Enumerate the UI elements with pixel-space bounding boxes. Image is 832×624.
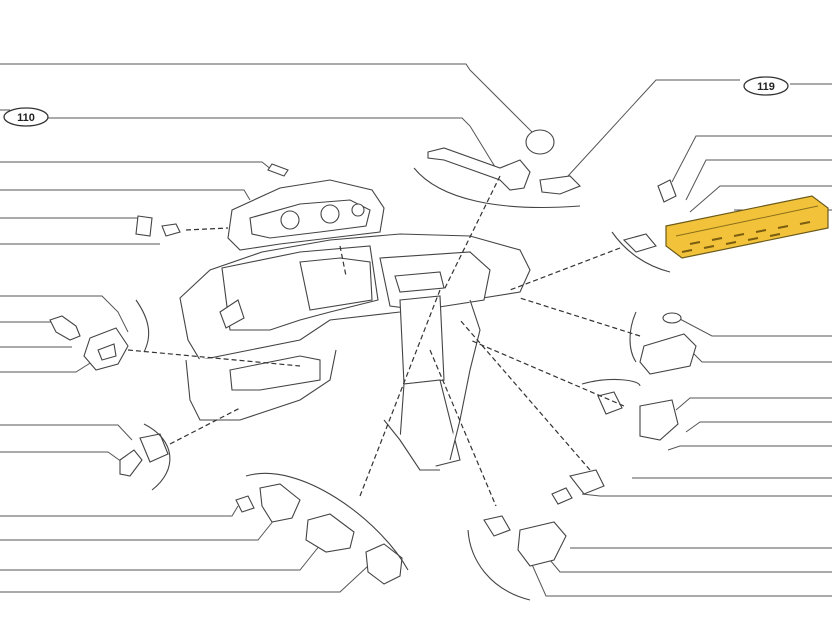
bulb-part-right (662, 312, 682, 324)
switch-left-2 (119, 433, 169, 477)
knob-part-1 (259, 483, 301, 523)
badge-119-label: 119 (757, 81, 775, 93)
clip-part-right (622, 179, 677, 253)
badge-110-label: 110 (17, 112, 35, 124)
callout-badge-119: 119 (743, 76, 789, 96)
clip-part-left (135, 215, 181, 237)
switch-bottom-right (483, 515, 567, 567)
grouping-curves (135, 167, 671, 601)
bracket-left (83, 327, 129, 371)
leader-lines-left (0, 63, 541, 593)
switch-left-1 (49, 315, 81, 341)
knob-part-2 (305, 513, 355, 553)
instrument-cluster (227, 179, 385, 251)
callout-badge-110: 110 (3, 107, 49, 127)
relay-part (639, 333, 697, 375)
dashed-assembly-lines (127, 175, 641, 507)
connector-part (551, 469, 605, 505)
screw-part-top (267, 163, 289, 177)
highlighted-module (665, 195, 829, 259)
switch-stalk-part (427, 147, 581, 195)
cap-part (525, 129, 555, 155)
knob-part-3 (365, 543, 403, 585)
bulb-part (235, 495, 255, 513)
dashboard-panel (179, 233, 531, 471)
switch-right (597, 391, 679, 441)
